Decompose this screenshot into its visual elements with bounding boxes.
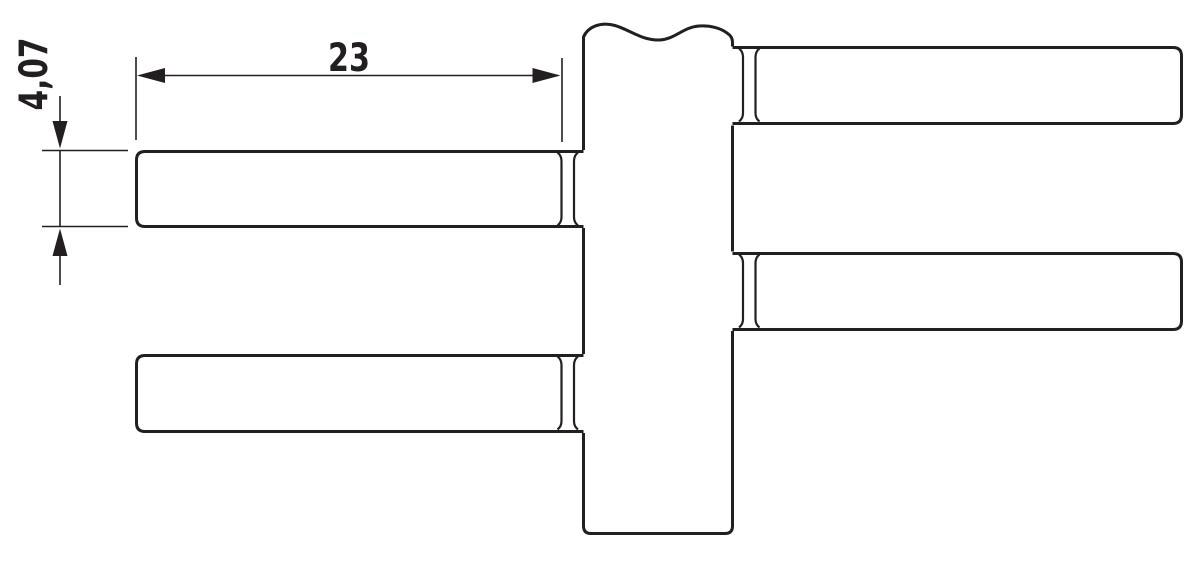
neck-fillet-line [754,47,761,123]
pin-left-top-neck [556,151,579,227]
housing-outline-top-break-line [582,22,734,150]
pin-right-bottom-outline [732,252,1183,331]
housing-outline-bottom [582,331,734,535]
dimension-pin-height: 4,07 [12,38,128,285]
arrowhead-up-icon [52,228,68,256]
arrowhead-down-icon [52,121,68,149]
dimension-pin-length: 23 [135,36,563,142]
neck-fillet-line [572,355,579,431]
pin-left-bottom-outline [135,354,584,433]
arrowhead-left-icon [137,68,165,83]
neck-fillet-line [572,151,579,227]
dimension-value-pin-length: 23 [328,36,370,81]
neck-fillet-line [754,253,761,329]
neck-fillet-line [556,151,563,227]
housing-body [582,22,734,535]
pin-left-bottom-neck [556,355,579,431]
neck-fillet-line [556,355,563,431]
pin-right-bottom-neck [738,253,761,329]
pin-right-top-neck [738,47,761,123]
pins [135,46,1183,433]
pin-right-top-outline [732,46,1183,125]
pin-left-top-outline [135,150,584,228]
neck-fillet-line [738,47,745,123]
neck-fillet-line [738,253,745,329]
arrowhead-right-icon [532,68,561,83]
dimension-value-pin-height: 4,07 [12,38,57,111]
